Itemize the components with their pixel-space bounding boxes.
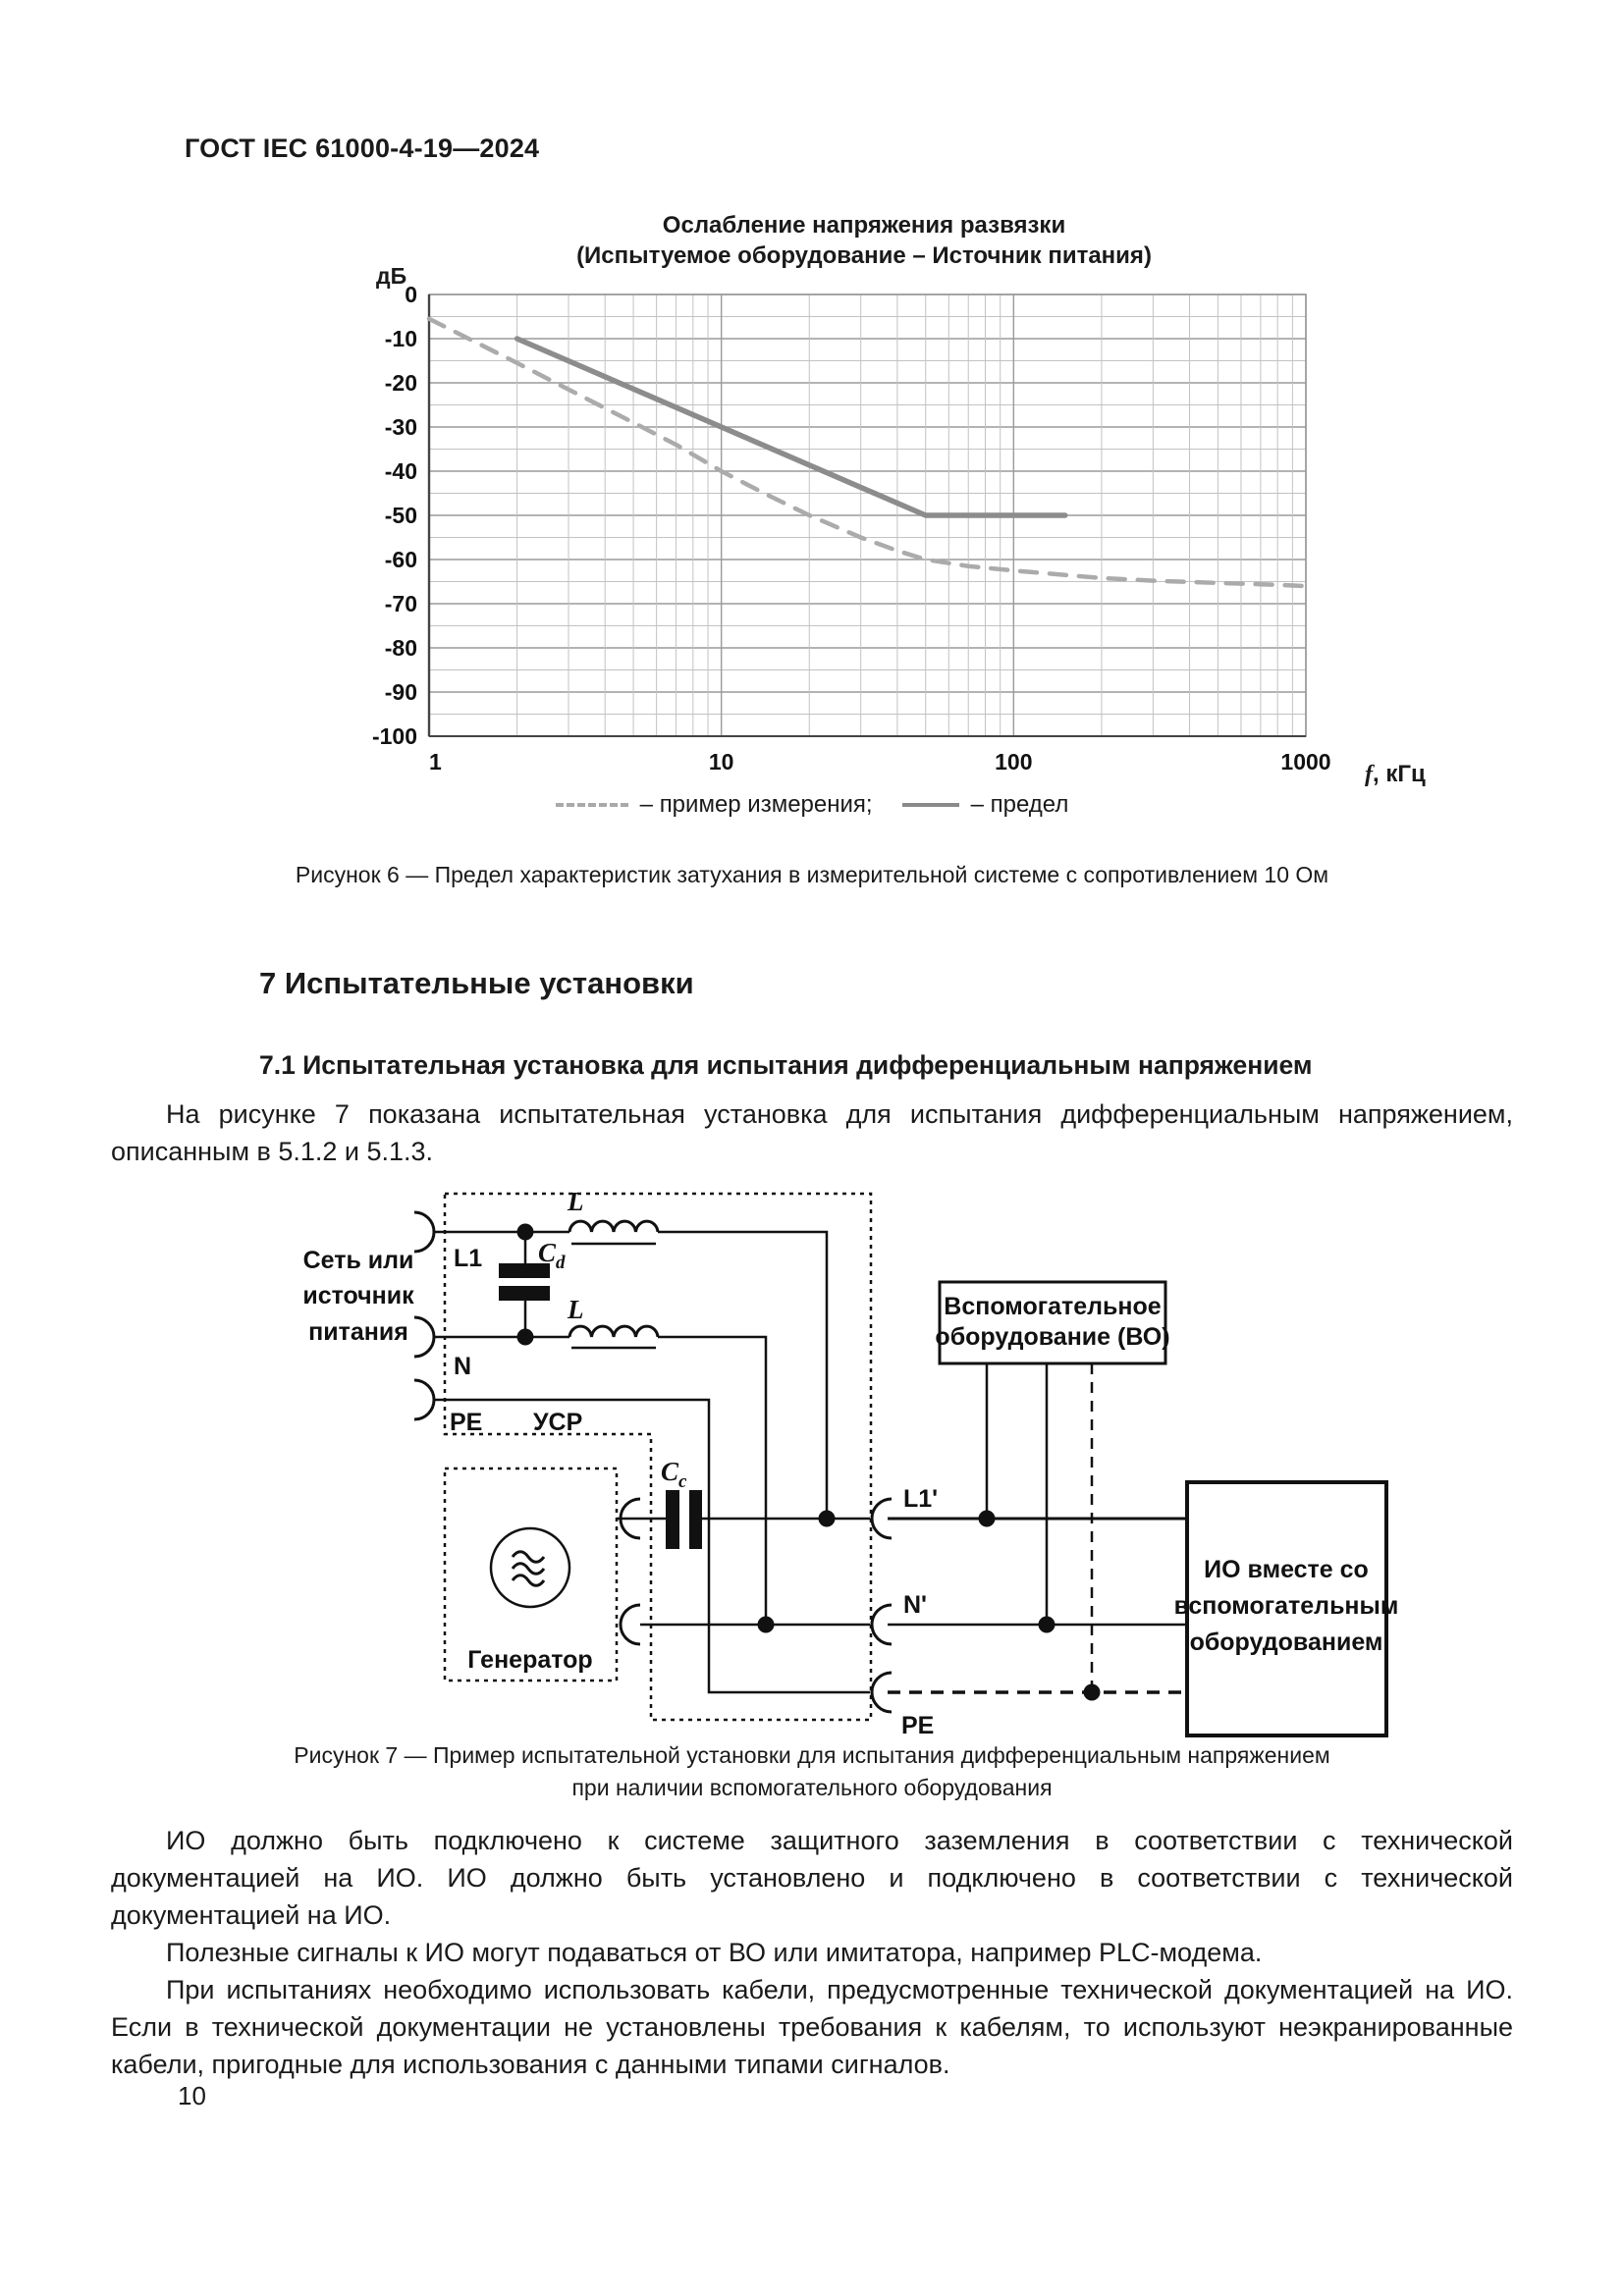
x-tick-label: 10 — [709, 749, 734, 770]
generator-icon — [489, 1526, 571, 1609]
generator-out2-terminal-icon — [619, 1603, 641, 1646]
y-tick-label: -20 — [385, 370, 417, 396]
aux-box-line1: Вспомогательное — [944, 1293, 1162, 1320]
capacitor-cd-plate1 — [499, 1263, 550, 1278]
chart-x-label: f, кГц — [1365, 761, 1426, 788]
capacitor-cc-plate2 — [689, 1490, 702, 1549]
x-tick-label: 1 — [429, 749, 442, 770]
chart-legend: – пример измерения; – предел — [0, 791, 1624, 819]
series-limit — [514, 336, 1068, 518]
x-tick-label: 100 — [995, 749, 1032, 770]
section-7-1-intro: На рисунке 7 показана испытательная уста… — [111, 1095, 1513, 1170]
inductor-n-icon — [568, 1324, 660, 1338]
capacitor-cc-plate1 — [666, 1490, 679, 1549]
capacitor-cd-plate2 — [499, 1286, 550, 1301]
aux-box-line2: оборудование (ВО) — [935, 1323, 1169, 1351]
label-inductor-mid: L — [567, 1295, 584, 1324]
figure7-caption-line2: при наличии вспомогательного оборудовани… — [571, 1775, 1053, 1800]
y-tick-label: 0 — [405, 282, 417, 307]
test-setup-diagram: Сеть или источник питания L1 N PE УСР L … — [302, 1187, 1399, 1739]
section-7-heading: 7 Испытательные установки — [259, 966, 694, 1000]
junction-pe-out-ae — [1083, 1683, 1101, 1701]
eut-box-line2: вспомогательным — [1174, 1592, 1399, 1620]
y-tick-label: -60 — [385, 547, 417, 572]
label-cc: Cc — [661, 1457, 687, 1492]
y-tick-label: -80 — [385, 635, 417, 661]
section-7-1-heading: 7.1 Испытательная установка для испытани… — [259, 1050, 1313, 1080]
paragraph-cables: При испытаниях необходимо использовать к… — [111, 1975, 1513, 2079]
terminal-l1-icon — [413, 1210, 436, 1254]
body-paragraphs: ИО должно быть подключено к системе защи… — [111, 1822, 1513, 2083]
chart-x-label-units: , кГц — [1373, 761, 1426, 787]
paragraph-signals: Полезные сигналы к ИО могут подаваться о… — [166, 1938, 1263, 1967]
terminal-n-out-icon — [870, 1603, 893, 1646]
intro-paragraph: На рисунке 7 показана испытательная уста… — [111, 1099, 1513, 1166]
attenuation-chart: 0 -10 -20 -30 -40 -50 -60 -70 -80 -90 -100 1 10 100 10… — [372, 282, 1331, 770]
source-label-line2: источник — [302, 1282, 414, 1309]
y-tick-label: -30 — [385, 414, 417, 440]
y-tick-label: -50 — [385, 503, 417, 528]
wire-pe — [434, 1398, 870, 1694]
eut-box — [1185, 1480, 1388, 1737]
terminal-pe-icon — [413, 1378, 436, 1421]
aux-equipment-box — [938, 1280, 1167, 1365]
terminal-l1-out-icon — [870, 1497, 893, 1540]
legend-dashed-sample — [555, 803, 628, 807]
chart-y-unit: дБ — [376, 263, 407, 289]
junction-n-out-cdn — [757, 1616, 775, 1633]
chart-title-line2: (Испытуемое оборудование – Источник пита… — [576, 242, 1152, 269]
terminal-n-icon — [413, 1315, 436, 1359]
legend-measure-label: – пример измерения; — [639, 791, 873, 818]
wire-l1-to-eut — [658, 1230, 829, 1519]
label-n-out: N' — [903, 1591, 927, 1619]
label-n: N — [454, 1353, 471, 1380]
y-tick-label: -100 — [372, 723, 417, 749]
label-pe: PE — [450, 1409, 482, 1436]
figure7-caption: Рисунок 7 — Пример испытательной установ… — [111, 1739, 1513, 1804]
chart-x-label-f: f — [1365, 762, 1373, 787]
eut-box-line3: оборудованием — [1190, 1629, 1383, 1656]
series-measure-example — [426, 316, 1309, 589]
legend-solid-sample — [901, 803, 959, 807]
label-l1-out: L1' — [903, 1485, 938, 1513]
y-tick-label: -10 — [385, 326, 417, 351]
y-tick-label: -70 — [385, 591, 417, 616]
figure7-caption-line1: Рисунок 7 — Пример испытательной установ… — [294, 1742, 1330, 1768]
chart-title-line1: Ослабление напряжения развязки — [662, 212, 1066, 239]
label-cdn: УСР — [533, 1409, 582, 1436]
source-label-line1: Сеть или — [303, 1247, 414, 1274]
label-pe-out: PE — [901, 1712, 934, 1739]
label-inductor-top: L — [567, 1187, 584, 1216]
legend-limit-label: – предел — [970, 791, 1069, 818]
label-cd: Cd — [538, 1238, 566, 1273]
wire-n-to-eut — [658, 1335, 768, 1625]
junction-l1-cd — [516, 1223, 534, 1241]
eut-box-line1: ИО вместе со — [1204, 1556, 1369, 1583]
figure6-caption: Рисунок 6 — Предел характеристик затухан… — [295, 862, 1329, 887]
paragraph-grounding: ИО должно быть подключено к системе защи… — [111, 1826, 1513, 1930]
page-number: 10 — [178, 2081, 206, 2110]
y-tick-label: -90 — [385, 679, 417, 705]
label-l1: L1 — [454, 1245, 482, 1272]
page-header: ГОСТ IEC 61000-4-19—2024 — [185, 133, 540, 163]
chart-title: Ослабление напряжения развязки (Испытуем… — [393, 210, 1335, 271]
generator-dashed-box — [443, 1467, 619, 1682]
generator-wave-icon — [511, 1550, 546, 1587]
y-tick-label: -40 — [385, 458, 417, 484]
source-label-line3: питания — [308, 1318, 408, 1346]
label-generator: Генератор — [467, 1646, 592, 1674]
terminal-pe-out-icon — [870, 1671, 893, 1714]
x-tick-label: 1000 — [1280, 749, 1330, 770]
inductor-l1-icon — [568, 1219, 660, 1233]
junction-l1-out-cdn — [818, 1510, 836, 1527]
cdn-dashed-outline — [443, 1192, 873, 1722]
